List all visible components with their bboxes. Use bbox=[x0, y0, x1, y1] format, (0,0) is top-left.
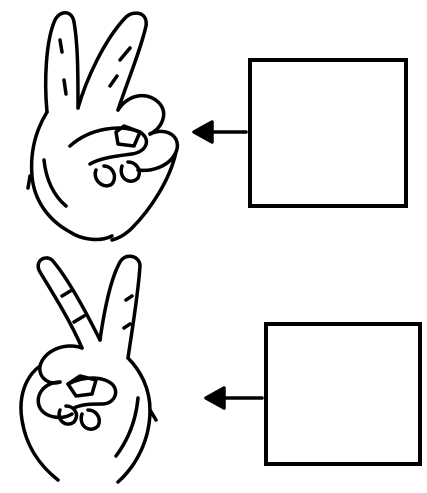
top-arrow-icon bbox=[194, 122, 246, 142]
bottom-peace-hand-icon bbox=[21, 256, 156, 482]
top-answer-box[interactable] bbox=[248, 58, 408, 208]
bottom-answer-box[interactable] bbox=[264, 322, 422, 466]
bottom-arrow-icon bbox=[206, 388, 262, 408]
top-peace-hand-icon bbox=[28, 13, 177, 240]
